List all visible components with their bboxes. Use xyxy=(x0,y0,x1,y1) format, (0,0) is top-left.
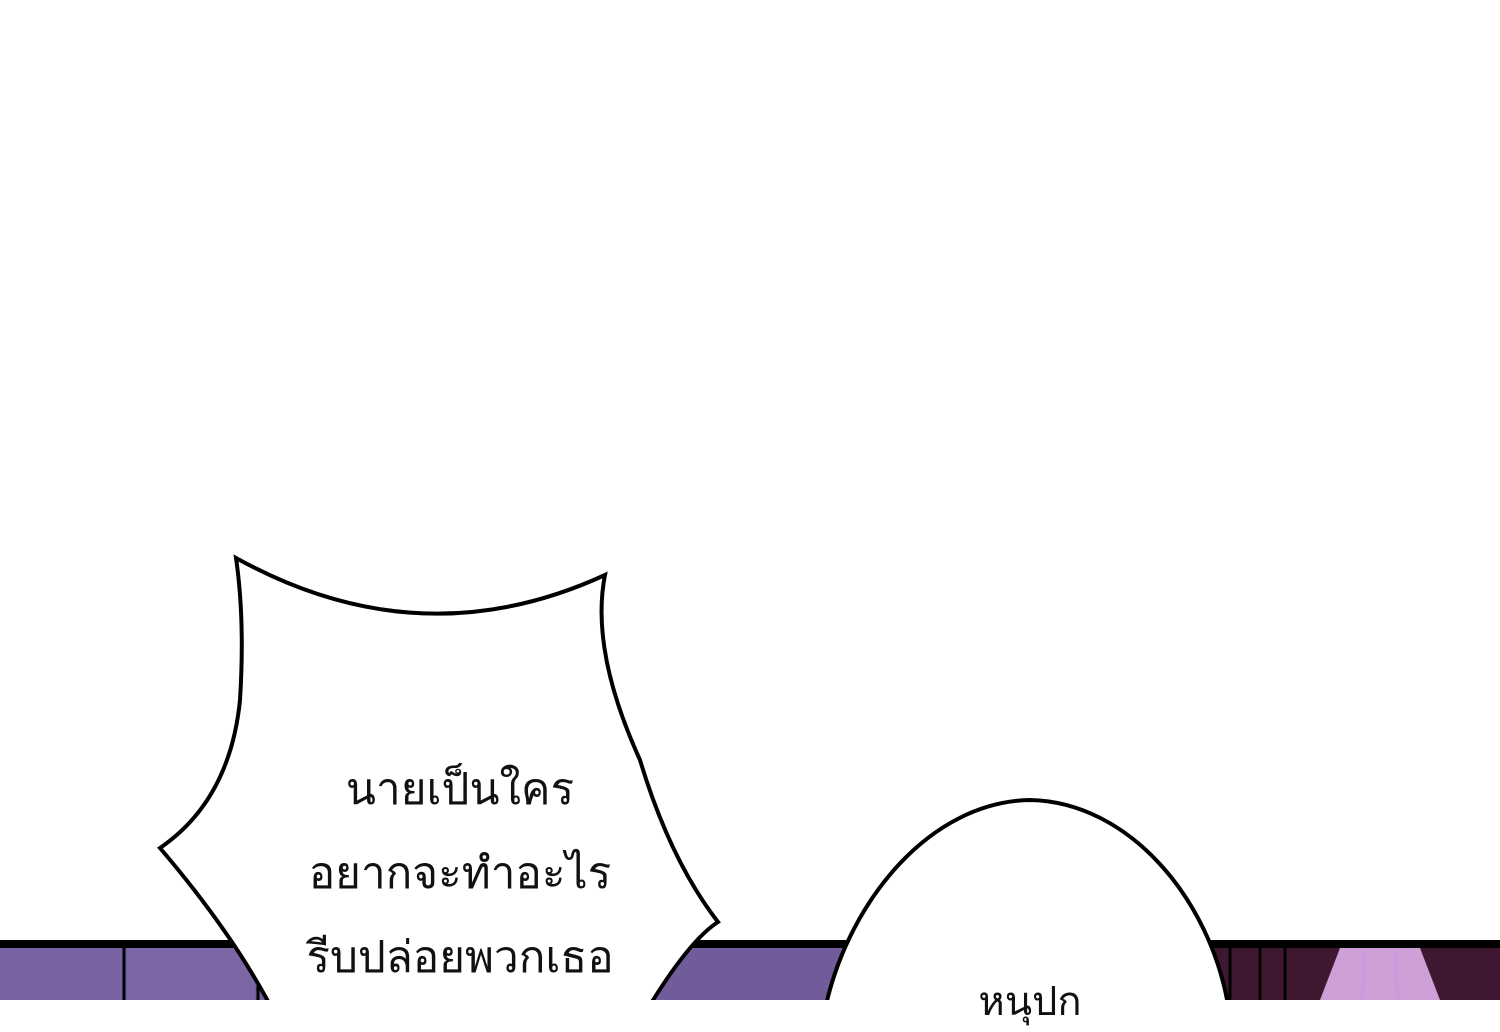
dialogue-line: อยากจะทำอะไร xyxy=(308,848,612,899)
speech-bubble-spiky xyxy=(157,554,721,1000)
speech-bubble-2-text: หนุปก xyxy=(900,972,1160,1032)
beam-line xyxy=(1393,947,1400,1000)
dialogue-line: รีบปล่อยพวกเธอ xyxy=(306,932,614,983)
beam-line xyxy=(1360,947,1367,1000)
light-beam xyxy=(1320,948,1440,1000)
speech-bubble-oval xyxy=(825,797,1230,1000)
wall-segment xyxy=(127,948,255,1000)
speech-bubble-1-text: นายเป็นใคร อยากจะทำอะไร รีบปล่อยพวกเธอ xyxy=(230,748,690,1000)
panel-border xyxy=(0,940,1500,948)
dialogue-line: นายเป็นใคร xyxy=(345,764,575,815)
dialogue-line: หนุปก xyxy=(978,979,1082,1025)
wall-segment xyxy=(660,948,840,1000)
wall-segment xyxy=(0,948,122,1000)
speech-bubbles-layer xyxy=(157,554,1230,1000)
